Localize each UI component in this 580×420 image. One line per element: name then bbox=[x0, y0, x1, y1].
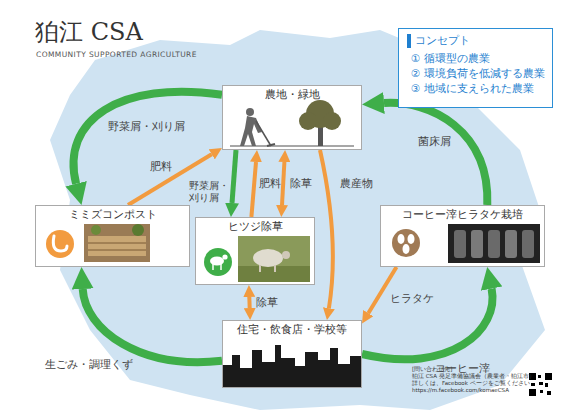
box-title: 農地・緑地 bbox=[223, 86, 361, 102]
flow-arrow bbox=[320, 150, 333, 308]
edge-label: ヒラタケ bbox=[390, 292, 434, 305]
qr-code bbox=[540, 390, 543, 393]
cycle-arrow bbox=[232, 150, 236, 203]
edge-label: 野菜屑・刈り屑 bbox=[189, 180, 231, 204]
box-title: ミミズコンポスト bbox=[36, 206, 189, 222]
box-title: 住宅・飲食店・学校等 bbox=[223, 321, 361, 337]
qr-code bbox=[539, 382, 543, 385]
edge-label: 肥料 bbox=[150, 160, 172, 173]
cycle-arrow bbox=[74, 92, 222, 184]
edge-label: 肥料 bbox=[259, 177, 281, 190]
qr-code bbox=[529, 389, 536, 396]
contact-note: https://m.facebook.com/komaeCSA bbox=[412, 387, 509, 394]
edge-label: 野菜屑・刈り屑 bbox=[108, 120, 185, 133]
concept-box: コンセプト ① 循環型の農業② 環境負荷を低減する農業③ 地域に支えられた農業 bbox=[398, 28, 553, 108]
flow-arrow bbox=[251, 162, 256, 217]
edge-label: 農産物 bbox=[340, 177, 373, 190]
diagram-title: 狛江 CSA bbox=[35, 16, 143, 48]
concept-item: ② 環境負荷を低減する農業 bbox=[407, 66, 544, 81]
qr-code bbox=[547, 391, 551, 395]
edge-label: コーヒー滓 bbox=[435, 362, 490, 375]
subtitle: COMMUNITY SUPPORTED AGRICULTURE bbox=[36, 50, 197, 59]
qr-code bbox=[531, 383, 535, 386]
box-title: ヒツジ除草 bbox=[196, 218, 314, 234]
concept-item: ③ 地域に支えられた農業 bbox=[407, 81, 544, 96]
edge-label: 生ごみ・調理くず bbox=[45, 358, 133, 371]
concept-item: ① 循環型の農業 bbox=[407, 51, 544, 66]
mushroom-box: コーヒー滓ヒラタケ栽培 bbox=[380, 205, 545, 267]
farm-box: 農地・緑地 bbox=[222, 85, 362, 150]
edge-label: 菌床屑 bbox=[418, 135, 451, 148]
contact-note: 詳しくは、Facebook ページをご覧ください bbox=[412, 380, 530, 387]
concept-heading: コンセプト bbox=[407, 34, 544, 48]
box-title: コーヒー滓ヒラタケ栽培 bbox=[381, 206, 544, 222]
flow-arrow bbox=[282, 162, 284, 205]
cycle-arrow bbox=[362, 289, 493, 360]
qr-code bbox=[538, 375, 541, 378]
qr-code bbox=[545, 383, 548, 387]
edge-label: 除草 bbox=[256, 296, 278, 309]
sheep-box: ヒツジ除草 bbox=[195, 217, 315, 285]
flow-arrow bbox=[368, 267, 396, 313]
cycle-arrow bbox=[83, 289, 222, 362]
town-box: 住宅・飲食店・学校等 bbox=[222, 320, 362, 388]
flow-arrow bbox=[247, 297, 251, 308]
compost-box: ミミズコンポスト bbox=[35, 205, 190, 267]
cycle-arrow bbox=[384, 103, 487, 205]
edge-label: 除草 bbox=[290, 177, 312, 190]
qr-code bbox=[545, 373, 552, 380]
